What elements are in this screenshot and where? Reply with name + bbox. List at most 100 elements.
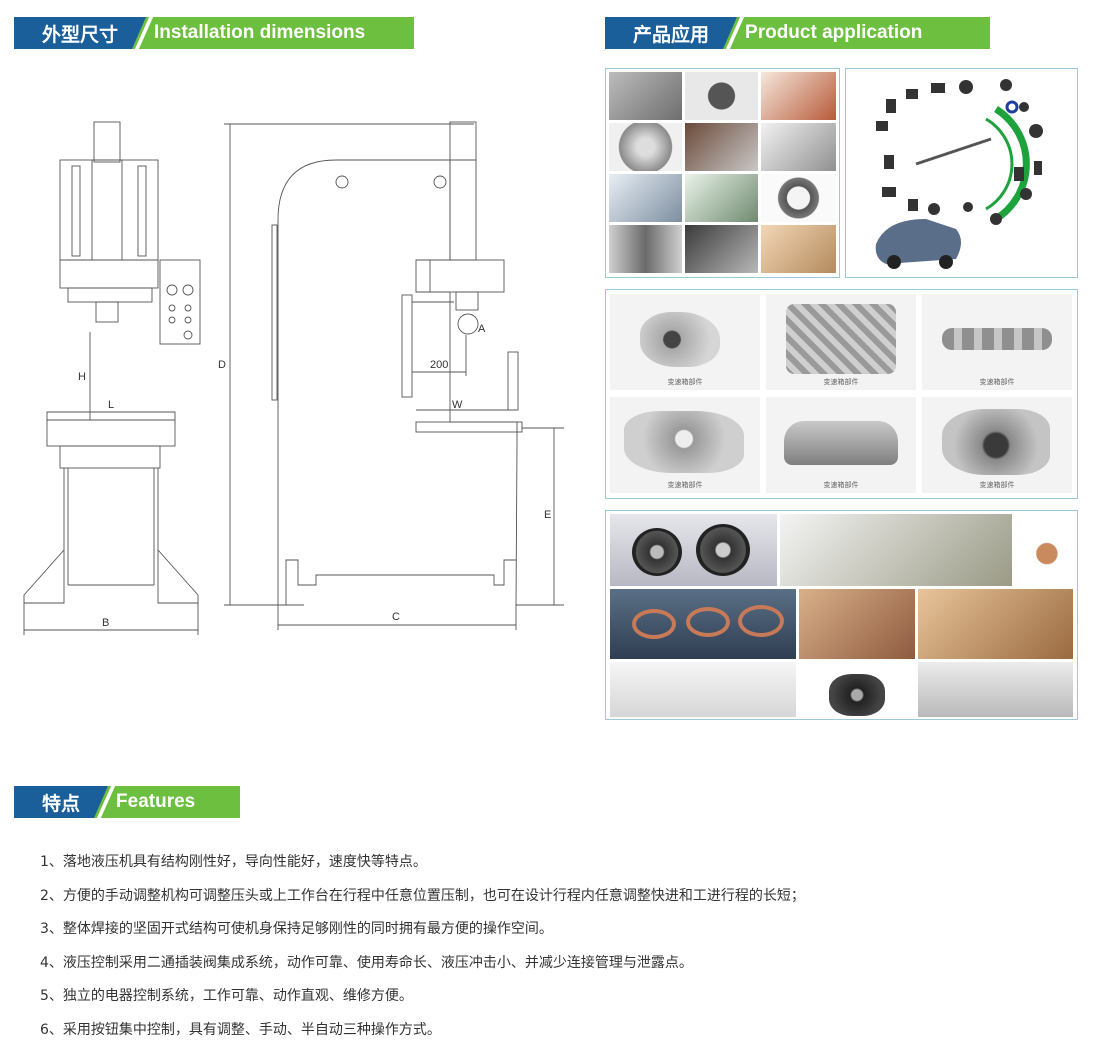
dimensions-title-cn: 外型尺寸 (14, 17, 132, 49)
label-200: 200 (430, 359, 448, 371)
rubber-part (1020, 188, 1032, 200)
feature-item: 5、独立的电器控制系统，工作可靠、动作直观、维修方便。 (40, 986, 805, 1020)
fin-block-photo (761, 123, 836, 171)
label-c: C (392, 611, 400, 623)
flanged-bushings-photo (918, 589, 1073, 659)
rubber-mount-photo (799, 662, 915, 717)
phone-frame-photo (685, 225, 758, 273)
powder-parts-photo (610, 662, 796, 717)
frame-hole (434, 176, 446, 188)
gauge-left (167, 285, 177, 295)
rubber-part (908, 199, 918, 211)
side-stroke-bar (402, 295, 412, 397)
dimensions-section-header: 外型尺寸 Installation dimensions (14, 17, 414, 49)
cylinder-top (94, 122, 120, 162)
phone-back-photo (761, 225, 836, 273)
side-base (286, 560, 516, 605)
part-shape (624, 411, 744, 473)
electronics-photo (609, 72, 682, 120)
rubber-part (1029, 124, 1043, 138)
side-cylinder (450, 160, 476, 260)
rubber-part (876, 121, 888, 131)
rubber-part (884, 155, 894, 169)
installation-drawing: H L B D C E W A 200 (14, 110, 584, 650)
features-list: 1、落地液压机具有结构刚性好，导向性能好，速度快等特点。 2、方便的手动调整机构… (40, 852, 805, 1053)
transmission-part-1: 变速箱部件 (610, 294, 760, 390)
rubber-part (882, 187, 896, 197)
feature-item: 1、落地液压机具有结构刚性好，导向性能好，速度快等特点。 (40, 852, 805, 886)
ring-shape (738, 605, 784, 637)
features-title-en: Features (116, 786, 240, 818)
rubber-part (886, 99, 896, 113)
feature-item: 4、液压控制采用二通插装阀集成系统，动作可靠、使用寿命长、液压冲击小、并减少连接… (40, 953, 805, 987)
slide-block (60, 260, 158, 288)
platen (68, 288, 152, 302)
header-divider-slash (723, 17, 745, 49)
bushing-shape (696, 524, 750, 576)
main-cylinder (92, 160, 122, 260)
round-heatsink-photo (609, 225, 682, 273)
control-box (160, 260, 200, 344)
application-title-cn: 产品应用 (605, 17, 723, 49)
frame-hole (336, 176, 348, 188)
car-wheel (887, 255, 901, 269)
rubber-part (990, 213, 1002, 225)
application-photo-grid (605, 68, 840, 278)
feature-item: 3、整体焊接的坚固开式结构可使机身保持足够刚性的同时拥有最方便的操作空间。 (40, 919, 805, 953)
rubber-part (1019, 102, 1029, 112)
rubber-bushing-photo (610, 514, 777, 586)
ring-shape (632, 609, 676, 639)
side-frame (278, 160, 517, 605)
rubber-part (959, 80, 973, 94)
part-shape (784, 421, 898, 465)
rubber-part (1000, 79, 1012, 91)
metal-sleeves-photo (780, 514, 1012, 586)
control-button (169, 305, 175, 311)
automotive-parts-illustration (846, 69, 1077, 277)
part-caption: 变速箱部件 (922, 377, 1072, 387)
label-w: W (452, 399, 463, 411)
label-d: D (218, 359, 226, 371)
side-slide (430, 260, 504, 292)
steel-cup-photo (918, 662, 1073, 717)
part-caption: 变速箱部件 (610, 480, 760, 490)
front-drawer (60, 446, 160, 468)
copper-sleeve-photo (1015, 514, 1073, 586)
ring-shape (686, 607, 730, 637)
bushings-panel (605, 510, 1078, 720)
application-section-header: 产品应用 Product application (605, 17, 990, 49)
part-shape (942, 409, 1050, 475)
part-caption: 变速箱部件 (610, 377, 760, 387)
bronze-bushings-photo (799, 589, 915, 659)
transmission-part-3: 变速箱部件 (922, 294, 1072, 390)
point-a-circle (458, 314, 478, 334)
side-ram (456, 292, 478, 310)
eyeglasses-photo (761, 72, 836, 120)
rubber-part (906, 89, 918, 99)
label-h: H (78, 371, 86, 383)
front-table (47, 420, 175, 446)
front-table-top (47, 412, 175, 420)
part-caption: 变速箱部件 (922, 480, 1072, 490)
rubber-part (963, 202, 973, 212)
part-shape (640, 312, 720, 367)
rubber-part (1034, 161, 1042, 175)
bracket-photo (685, 123, 758, 171)
rubber-part (1014, 167, 1024, 181)
label-a: A (478, 323, 486, 335)
transmission-part-4: 变速箱部件 (610, 397, 760, 493)
control-button (169, 317, 175, 323)
small-parts-photo (609, 174, 682, 222)
side-rib (272, 225, 277, 400)
transmission-part-6: 变速箱部件 (922, 397, 1072, 493)
blue-ring (1007, 102, 1017, 112)
label-b: B (102, 617, 109, 629)
foot-left (24, 550, 64, 603)
bearing-rings-photo (610, 589, 796, 659)
feature-item: 2、方便的手动调整机构可调整压头或上工作台在行程中任意位置压制，也可在设计行程内… (40, 886, 805, 920)
radiators-photo (685, 174, 758, 222)
foot-right (158, 550, 198, 603)
transmission-part-2: 变速箱部件 (766, 294, 916, 390)
side-table (416, 422, 522, 432)
transmission-parts-panel: 变速箱部件 变速箱部件 变速箱部件 变速箱部件 变速箱部件 变速箱部件 (605, 289, 1078, 499)
